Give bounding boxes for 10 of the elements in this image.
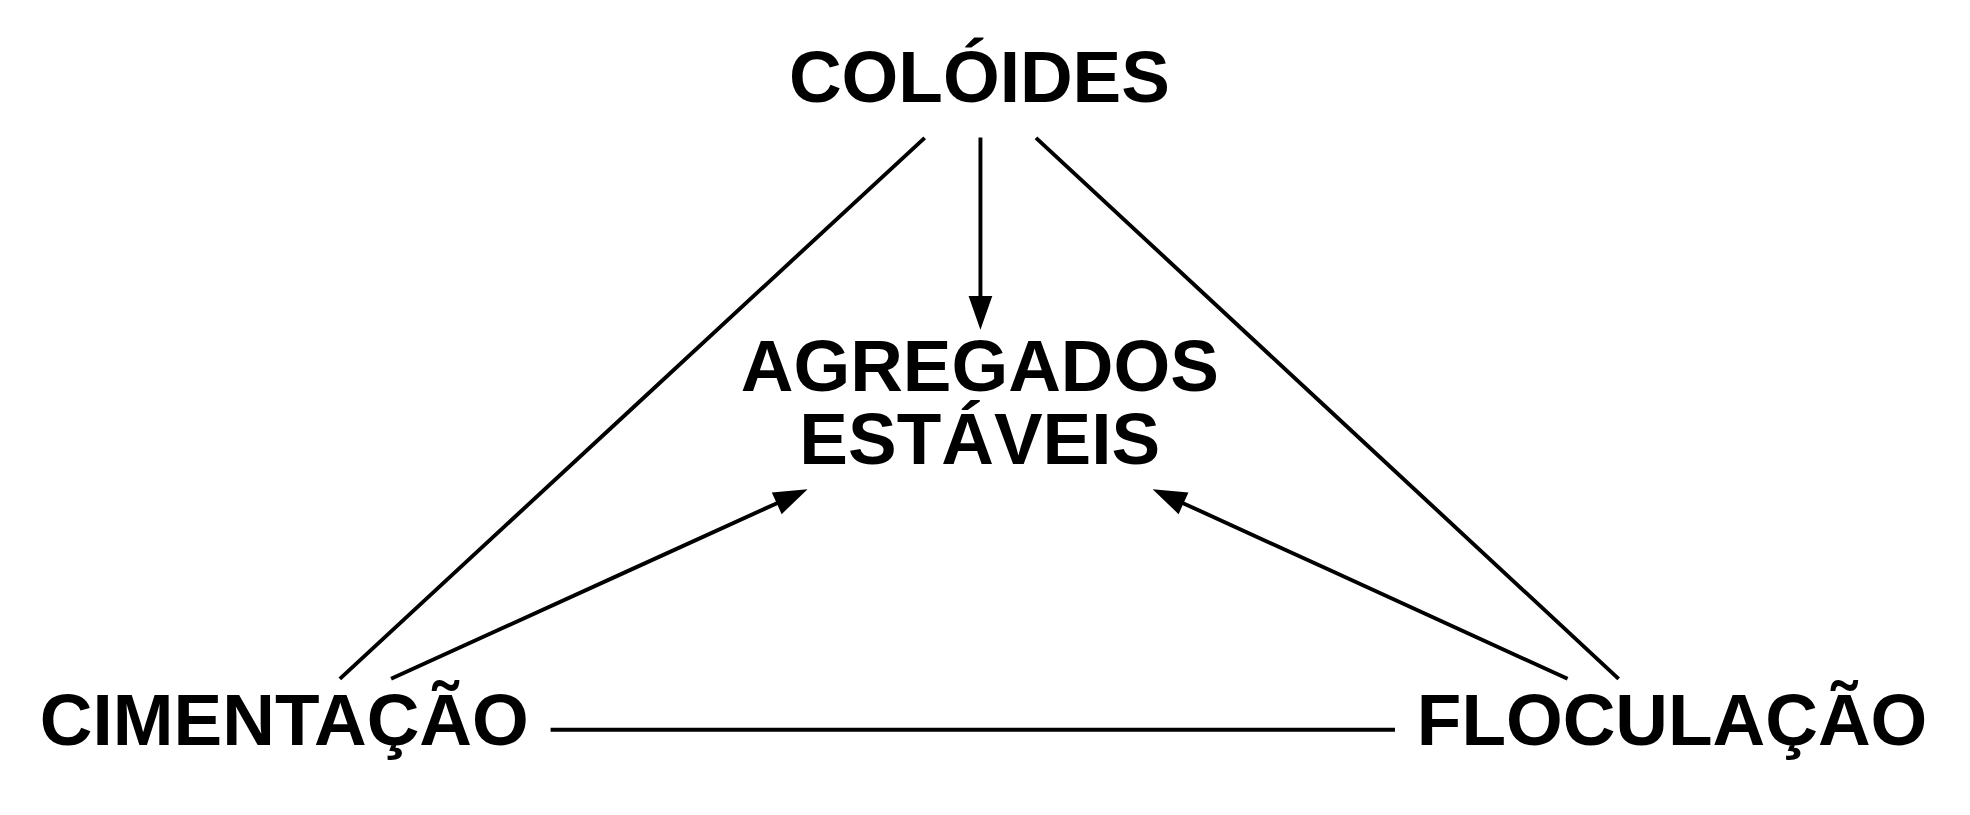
- node-text: COLÓIDES: [788, 35, 1170, 117]
- connector: [1034, 135, 1620, 680]
- node-text: AGREGADOS ESTÁVEIS: [740, 324, 1219, 479]
- node-text: CIMENTAÇÃO: [39, 678, 529, 760]
- node-text: FLOCULAÇÃO: [1416, 678, 1928, 760]
- arrow: [968, 137, 993, 330]
- arrow: [390, 488, 808, 681]
- connector: [550, 727, 1395, 732]
- arrow: [1152, 488, 1569, 681]
- connector: [338, 135, 926, 680]
